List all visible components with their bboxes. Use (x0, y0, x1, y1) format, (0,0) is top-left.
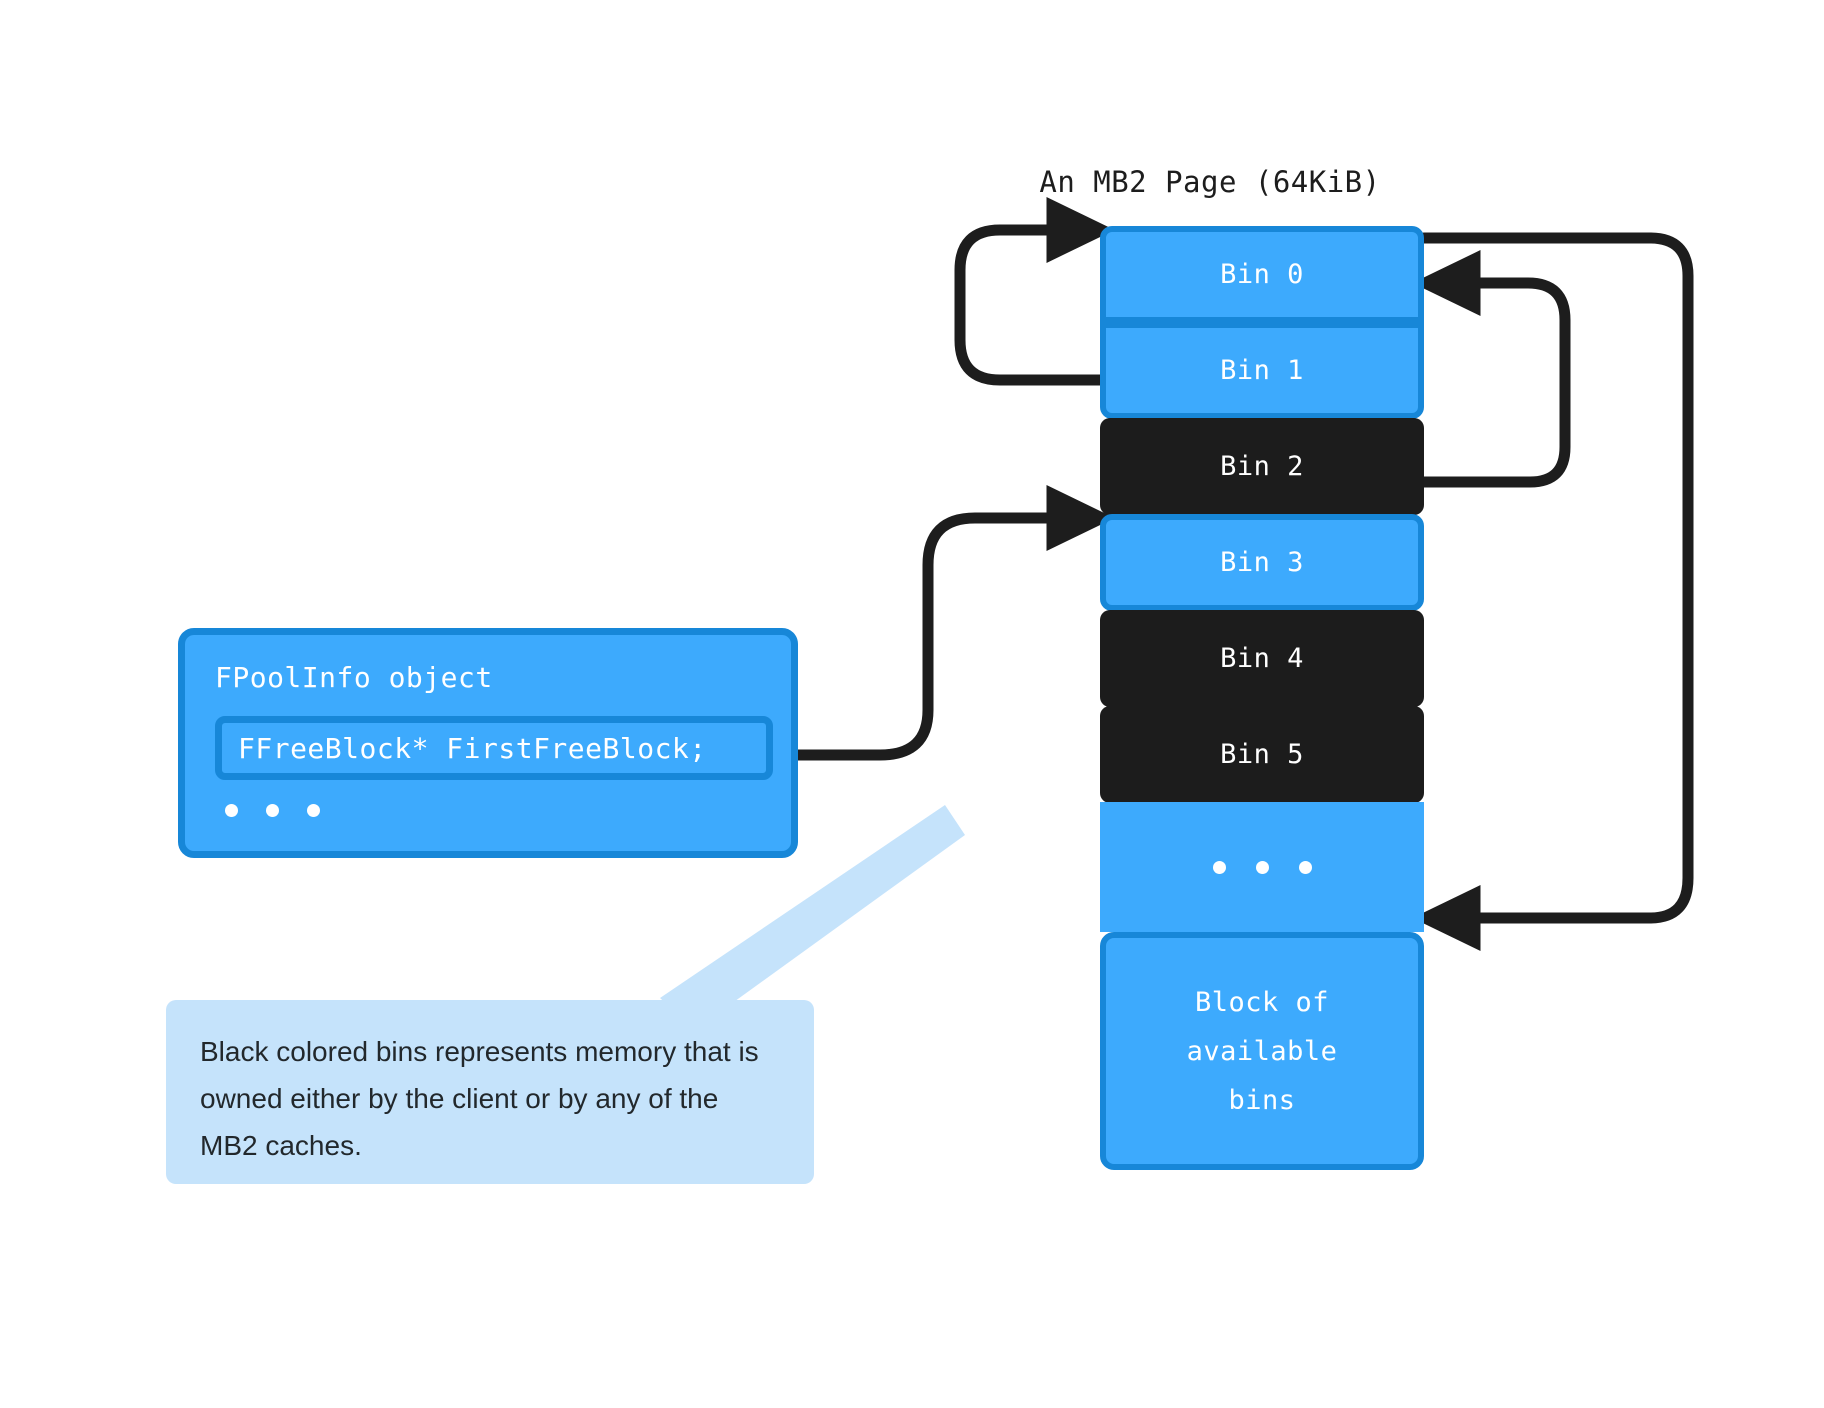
fpoolinfo-object[interactable]: FPoolInfo object FFreeBlock* FirstFreeBl… (178, 628, 798, 858)
ellipsis-dot-icon (307, 804, 320, 817)
ellipsis-dot-icon (1255, 860, 1269, 874)
firstfreeblock-text: FFreeBlock* FirstFreeBlock; (238, 731, 707, 765)
ellipsis-dot-icon (266, 804, 279, 817)
bin-label: Bin 2 (1220, 451, 1304, 482)
firstfreeblock-field[interactable]: FFreeBlock* FirstFreeBlock; (215, 716, 773, 780)
ellipsis-dot-icon (1298, 860, 1312, 874)
bin-label: Bin 4 (1220, 643, 1304, 674)
page-stack-ellipsis (1100, 802, 1424, 932)
mb2-page-stack: Bin 0 Bin 1 Bin 2 Bin 3 Bin 4 Bin 5 Bloc… (1100, 226, 1424, 1170)
arrow-bin1-to-bin0 (954, 197, 1115, 386)
page-title: An MB2 Page (64KiB) (1039, 165, 1381, 199)
arrow-bin0-to-block (1412, 232, 1694, 951)
fpoolinfo-ellipsis (215, 804, 761, 817)
bin-row-3[interactable]: Bin 3 (1100, 514, 1424, 611)
arrow-bin3-to-bin1 (1412, 250, 1571, 488)
block-of-available-bins[interactable]: Block of available bins (1100, 932, 1424, 1170)
bin-label: Bin 1 (1220, 355, 1304, 386)
ellipsis-dot-icon (225, 804, 238, 817)
bin-row-0[interactable]: Bin 0 (1100, 226, 1424, 323)
callout-text: Black colored bins represents memory tha… (200, 1036, 759, 1161)
bin-label: Bin 0 (1220, 259, 1304, 290)
ellipsis-dot-icon (1212, 860, 1226, 874)
bin-row-4[interactable]: Bin 4 (1100, 610, 1424, 707)
bin-row-2[interactable]: Bin 2 (1100, 418, 1424, 515)
block-line-2: available (1186, 1035, 1338, 1067)
bin-row-1[interactable]: Bin 1 (1100, 322, 1424, 419)
callout-box: Black colored bins represents memory tha… (166, 1000, 814, 1184)
block-line-3: bins (1228, 1084, 1296, 1116)
arrow-firstfreeblock-to-bin3 (792, 485, 1115, 761)
block-line-1: Block of (1194, 986, 1330, 1018)
fpoolinfo-title: FPoolInfo object (215, 661, 493, 694)
bin-label: Bin 3 (1220, 547, 1304, 578)
bin-row-5[interactable]: Bin 5 (1100, 706, 1424, 803)
bin-label: Bin 5 (1220, 739, 1304, 770)
